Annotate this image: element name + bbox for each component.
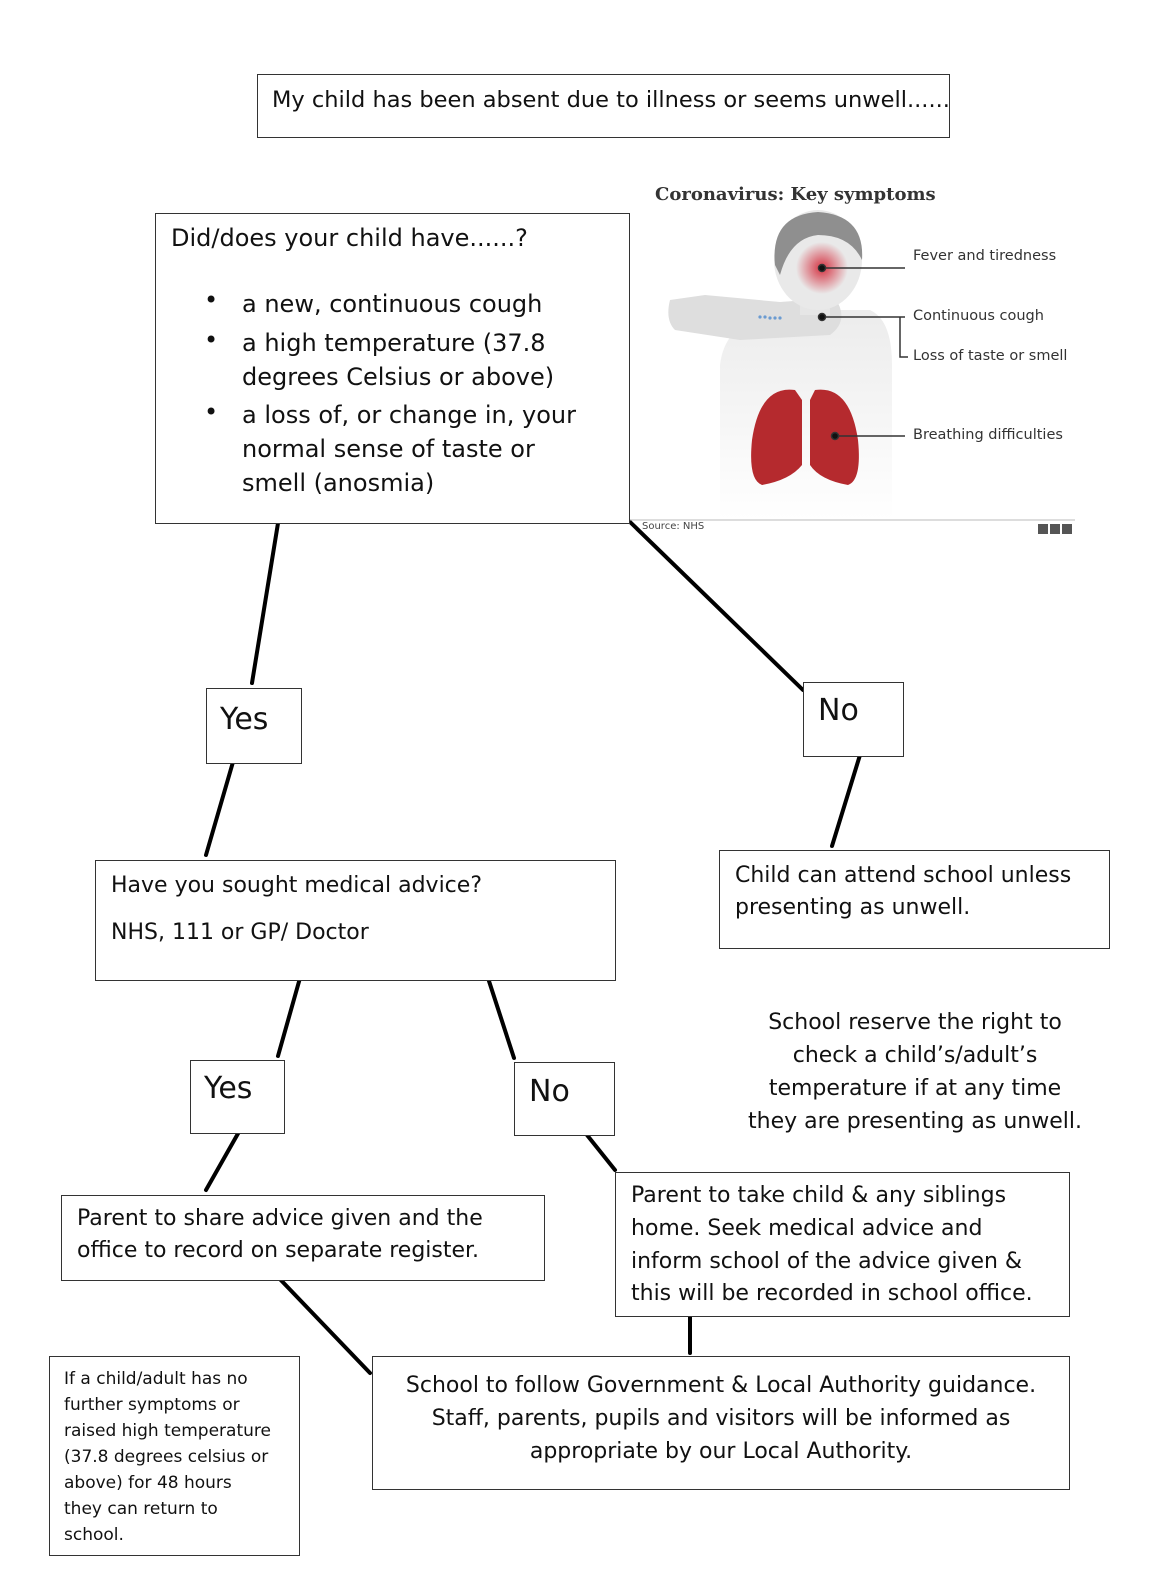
bullet-temperature-cont: degrees Celsius or above) (242, 363, 555, 391)
guidance-line-2: Staff, parents, pupils and visitors will… (431, 1406, 1011, 1431)
answer-yes-label: Yes (220, 702, 269, 737)
share-advice-box: Parent to share advice given and the off… (61, 1195, 545, 1281)
reserve-line-3: temperature if at any time (768, 1076, 1062, 1101)
guidance-text: School to follow Government & Local Auth… (373, 1369, 1069, 1468)
answer-no-label: No (818, 693, 859, 728)
share-line-1: Parent to share advice given and the (77, 1206, 483, 1231)
reserve-right-note: School reserve the right to check a chil… (735, 1006, 1095, 1138)
connector-yes-share (204, 1128, 242, 1192)
return-line-4: (37.8 degrees celsius or (64, 1447, 269, 1467)
return-to-school-box: If a child/adult has no further symptoms… (49, 1356, 300, 1556)
medical-no-box: No (514, 1062, 615, 1136)
symptom-question-box: Did/does your child have......? • a new,… (155, 213, 630, 524)
take-home-box: Parent to take child & any siblings home… (615, 1172, 1070, 1317)
answer-yes-box: Yes (206, 688, 302, 764)
return-line-2: further symptoms or (64, 1395, 240, 1415)
connector-question-no (626, 518, 805, 692)
connector-no-attend (830, 753, 862, 848)
label-cough: Continuous cough (913, 308, 1044, 324)
reserve-line-2: check a child’s/adult’s (792, 1043, 1038, 1068)
reserve-line-4: they are presenting as unwell. (748, 1109, 1082, 1134)
bullet-cough: a new, continuous cough (242, 290, 543, 318)
takehome-line-4: this will be recorded in school office. (631, 1281, 1033, 1306)
return-line-5: above) for 48 hours (64, 1473, 232, 1493)
connector-no-takehome (581, 1128, 617, 1172)
guidance-line-1: School to follow Government & Local Auth… (405, 1373, 1037, 1398)
bbc-logo (1038, 524, 1072, 534)
bullet-taste-cont: normal sense of taste or (242, 435, 535, 463)
question-heading: Did/does your child have......? (171, 224, 528, 252)
return-note-text: If a child/adult has no further symptoms… (64, 1366, 271, 1548)
bullet-temperature: a high temperature (37.8 (242, 329, 546, 357)
return-line-6: they can return to (64, 1499, 218, 1519)
guidance-line-3: appropriate by our Local Authority. (529, 1439, 913, 1464)
reserve-line-1: School reserve the right to (768, 1010, 1062, 1035)
guidance-box: School to follow Government & Local Auth… (372, 1356, 1070, 1490)
title-text: My child has been absent due to illness … (272, 87, 950, 113)
medical-yes-label: Yes (204, 1071, 253, 1106)
label-taste: Loss of taste or smell (913, 348, 1068, 364)
bullet-dot: • (204, 286, 219, 314)
title-box: My child has been absent due to illness … (257, 74, 950, 138)
answer-no-box: No (803, 682, 904, 757)
medical-no-label: No (529, 1074, 570, 1109)
takehome-line-3: inform school of the advice given & (631, 1249, 1023, 1274)
bullet-taste: a loss of, or change in, your (242, 401, 576, 429)
takehome-line-2: home. Seek medical advice and (631, 1216, 983, 1241)
symptoms-infographic: Coronavirus: Key symptoms (630, 180, 1100, 550)
left-lung (751, 389, 802, 485)
connector-share-guidance (274, 1273, 372, 1375)
infographic-title: Coronavirus: Key symptoms (655, 184, 936, 205)
connector-yes-medical (204, 760, 235, 857)
medical-advice-box: Have you sought medical advice? NHS, 111… (95, 860, 616, 981)
attend-school-box: Child can attend school unless presentin… (719, 850, 1110, 949)
label-breathing: Breathing difficulties (913, 427, 1063, 443)
connector-medical-no (486, 976, 516, 1060)
arm-shape (668, 295, 842, 340)
attend-line-1: Child can attend school unless (735, 863, 1072, 888)
bullet-dot: • (204, 398, 219, 426)
connector-medical-yes (276, 976, 302, 1058)
return-line-7: school. (64, 1525, 124, 1545)
medical-options: NHS, 111 or GP/ Doctor (111, 920, 369, 945)
return-line-3: raised high temperature (64, 1421, 271, 1441)
return-line-1: If a child/adult has no (64, 1369, 248, 1389)
torso-shape (720, 310, 892, 520)
medical-question: Have you sought medical advice? (111, 873, 482, 898)
connector-question-yes (250, 515, 281, 685)
label-fever: Fever and tiredness (913, 248, 1057, 264)
takehome-line-1: Parent to take child & any siblings (631, 1183, 1007, 1208)
bullet-taste-cont2: smell (anosmia) (242, 469, 435, 497)
hair-shape (774, 212, 863, 275)
medical-yes-box: Yes (190, 1060, 285, 1134)
body-illustration (630, 210, 1075, 534)
bullet-dot: • (204, 326, 219, 354)
share-line-2: office to record on separate register. (77, 1238, 480, 1263)
attend-line-2: presenting as unwell. (735, 895, 971, 920)
infographic-source: Source: NHS (642, 521, 705, 532)
